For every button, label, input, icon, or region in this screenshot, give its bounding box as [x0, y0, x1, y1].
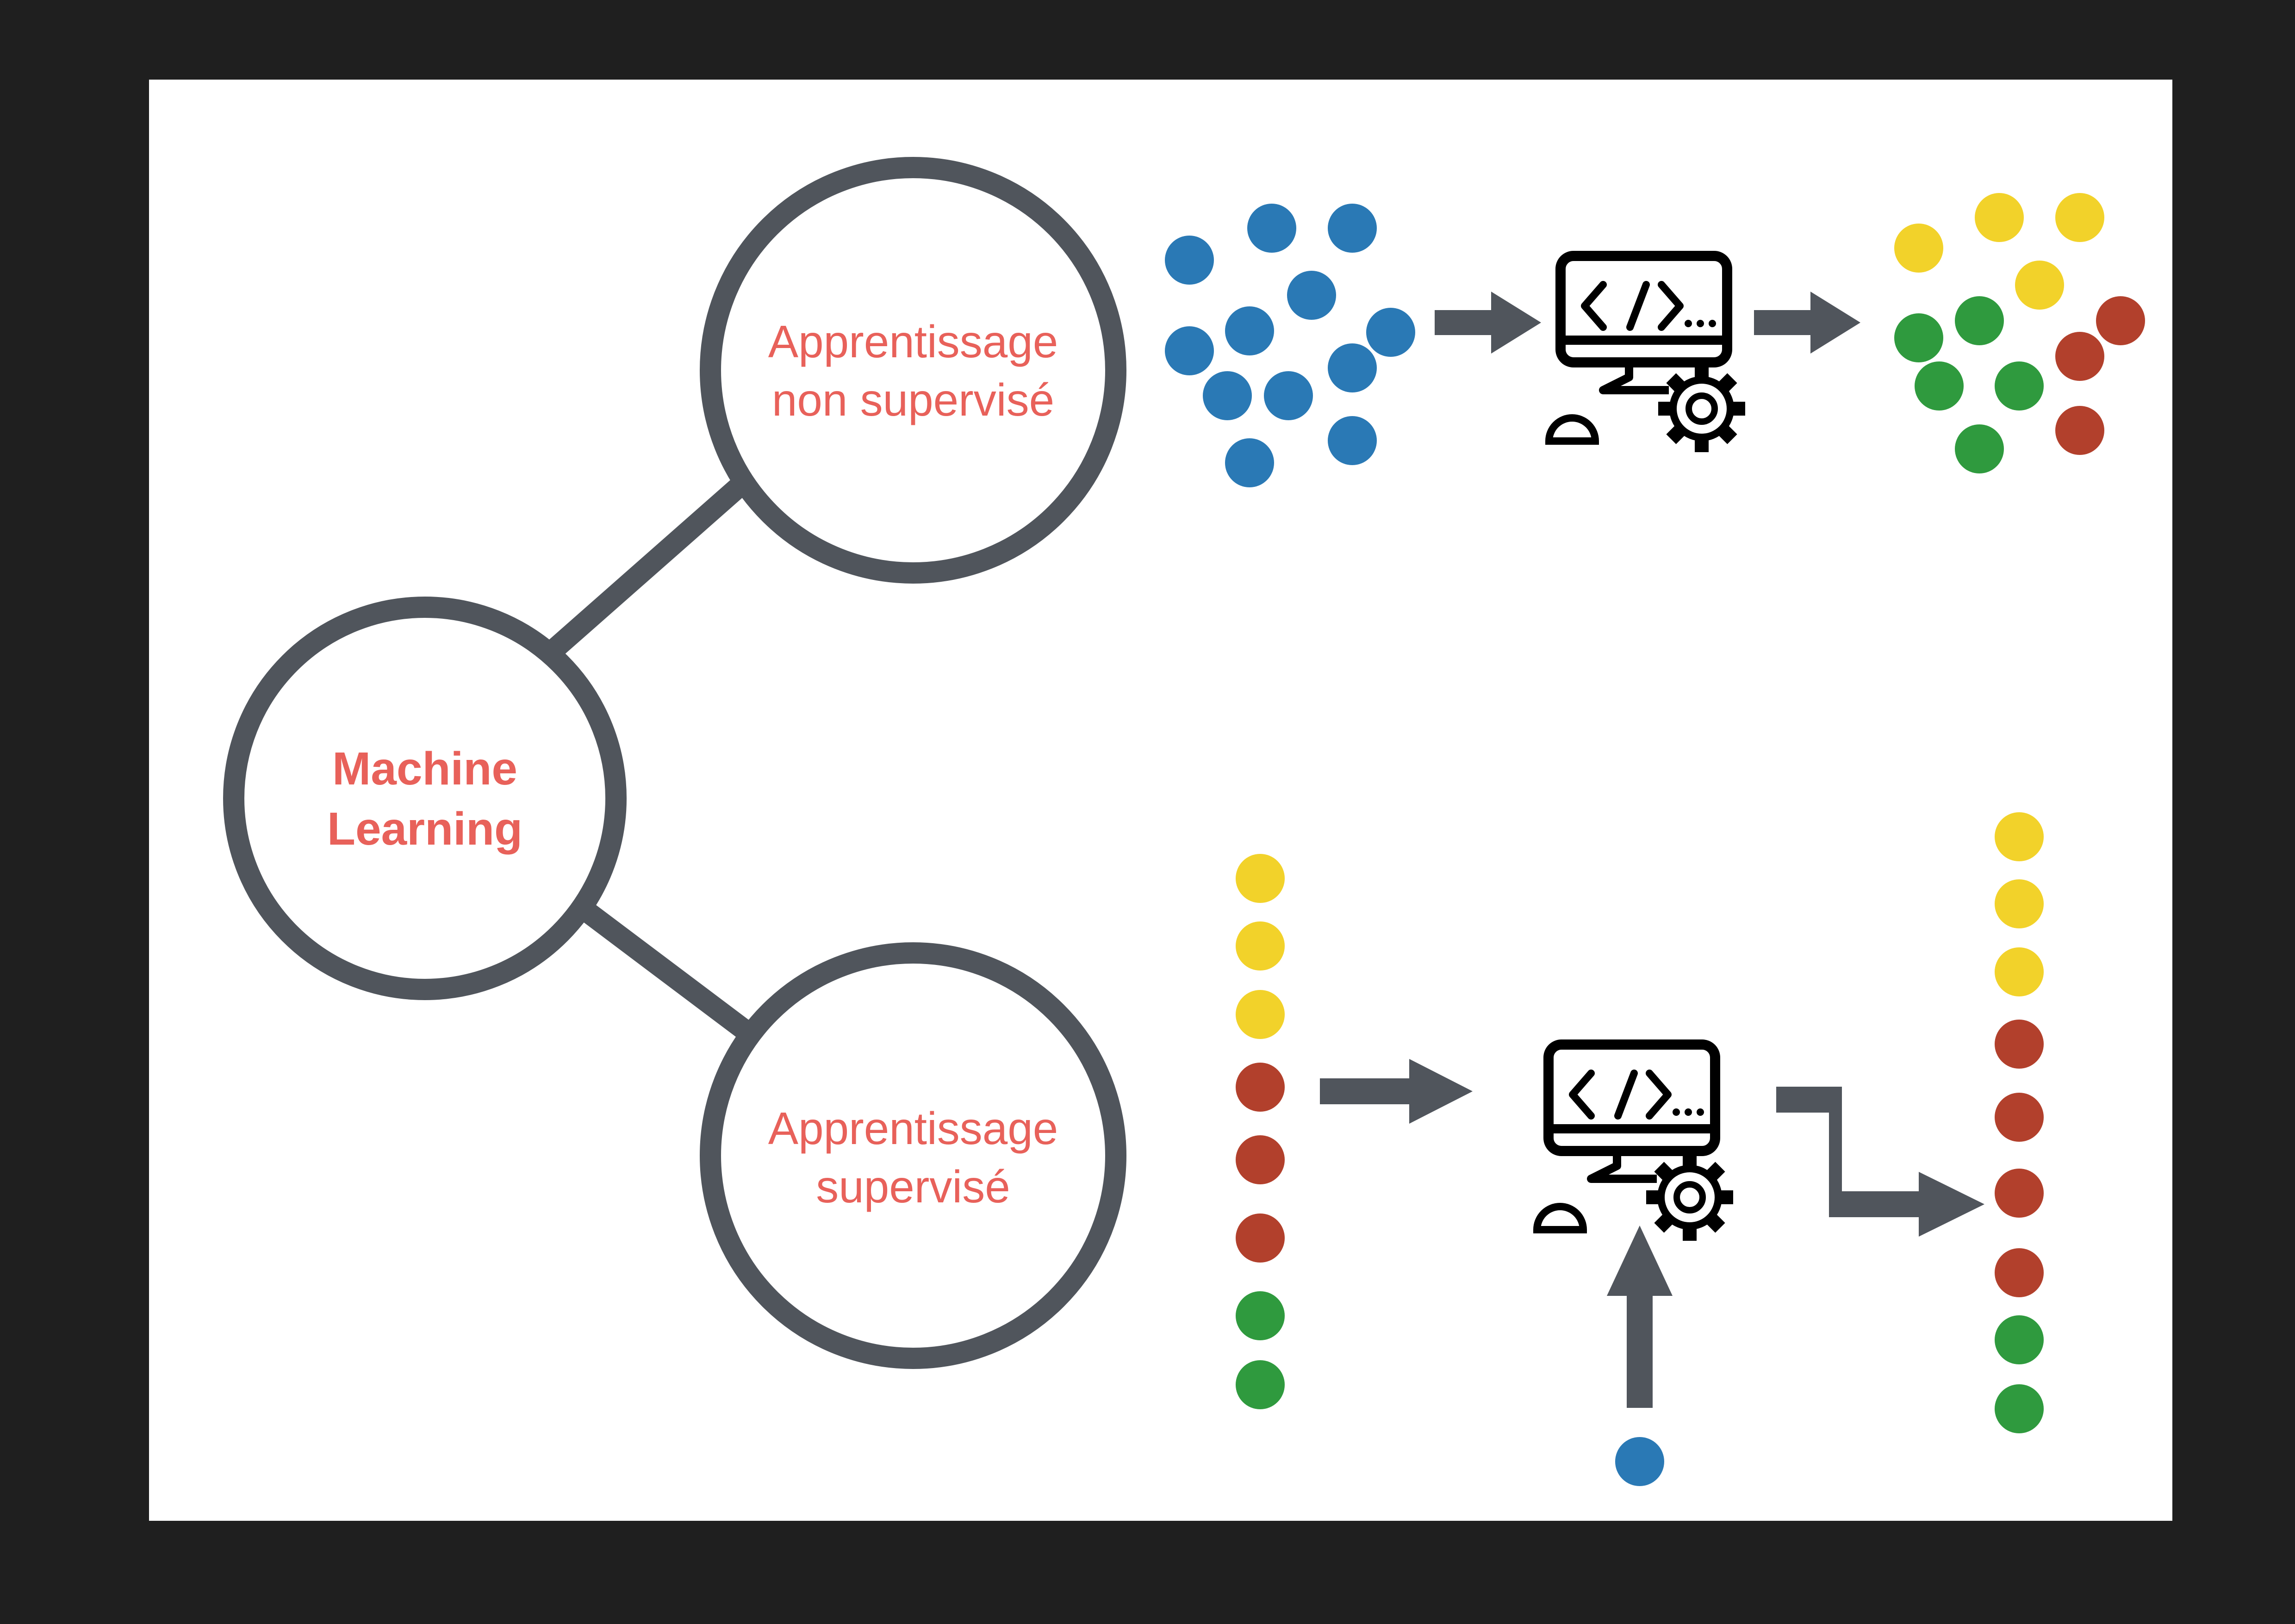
green-data-point — [1955, 424, 2004, 473]
yellow-data-point — [1995, 812, 2044, 861]
connector-root-unsupervised — [545, 479, 746, 660]
blue-data-point — [1165, 236, 1214, 285]
yellow-data-point — [1236, 854, 1285, 903]
blue-data-point — [1366, 308, 1415, 357]
red-data-point — [1995, 1248, 2044, 1297]
yellow-data-point — [1975, 193, 2024, 242]
node-unsupervised-line2: non supervisé — [772, 374, 1054, 425]
green-data-point — [1955, 296, 2004, 345]
green-data-point — [1995, 1315, 2044, 1364]
green-data-point — [1894, 313, 1943, 362]
yellow-data-point — [1236, 990, 1285, 1039]
arrow-right-icon — [1320, 1059, 1473, 1124]
yellow-data-point — [1894, 224, 1943, 273]
blue-data-point — [1328, 416, 1377, 465]
node-supervised-line1: Apprentissage — [768, 1103, 1058, 1154]
red-data-point — [1236, 1063, 1285, 1112]
yellow-data-point — [1236, 921, 1285, 971]
green-data-point — [1995, 361, 2044, 411]
connector-root-supervised — [579, 902, 753, 1040]
node-supervised-learning: Apprentissage supervisé — [700, 942, 1126, 1369]
supervised-output-column — [1995, 812, 2044, 1433]
red-data-point — [2096, 296, 2145, 345]
green-data-point — [1236, 1291, 1285, 1340]
blue-data-point — [1328, 343, 1377, 392]
unsupervised-input-cluster — [1165, 204, 1415, 487]
red-data-point — [2055, 332, 2104, 381]
supervised-new-point — [1615, 1437, 1664, 1486]
unsupervised-output-clusters — [1894, 193, 2145, 473]
blue-data-point — [1165, 326, 1214, 375]
yellow-data-point — [1995, 947, 2044, 996]
node-machine-learning-line2: Learning — [327, 803, 522, 855]
red-data-point — [1995, 1093, 2044, 1142]
arrow-right-icon — [1754, 292, 1860, 354]
green-data-point — [1995, 1384, 2044, 1433]
node-machine-learning-line1: Machine — [332, 743, 517, 795]
arrow-up-icon — [1607, 1226, 1673, 1408]
red-data-point — [1995, 1169, 2044, 1218]
blue-data-point — [1287, 271, 1336, 320]
blue-data-point — [1225, 306, 1274, 355]
blue-data-point — [1247, 204, 1296, 253]
node-machine-learning: Machine Learning — [223, 597, 627, 1000]
yellow-data-point — [2015, 261, 2064, 310]
supervised-input-column — [1236, 854, 1285, 1409]
blue-data-point — [1328, 204, 1377, 253]
node-supervised-line2: supervisé — [816, 1161, 1010, 1212]
elbow-arrow-icon — [1776, 1087, 1984, 1237]
green-data-point — [1915, 361, 1964, 411]
red-data-point — [1995, 1020, 2044, 1069]
red-data-point — [2055, 406, 2104, 455]
red-data-point — [1236, 1213, 1285, 1263]
node-unsupervised-line1: Apprentissage — [768, 316, 1058, 367]
yellow-data-point — [1995, 879, 2044, 928]
blue-data-point — [1615, 1437, 1664, 1486]
green-data-point — [1236, 1360, 1285, 1409]
arrow-right-icon — [1435, 292, 1541, 354]
blue-data-point — [1225, 438, 1274, 487]
blue-data-point — [1264, 371, 1313, 420]
blue-data-point — [1203, 371, 1252, 420]
node-unsupervised-learning: Apprentissage non supervisé — [700, 157, 1126, 584]
yellow-data-point — [2055, 193, 2104, 242]
red-data-point — [1236, 1135, 1285, 1184]
